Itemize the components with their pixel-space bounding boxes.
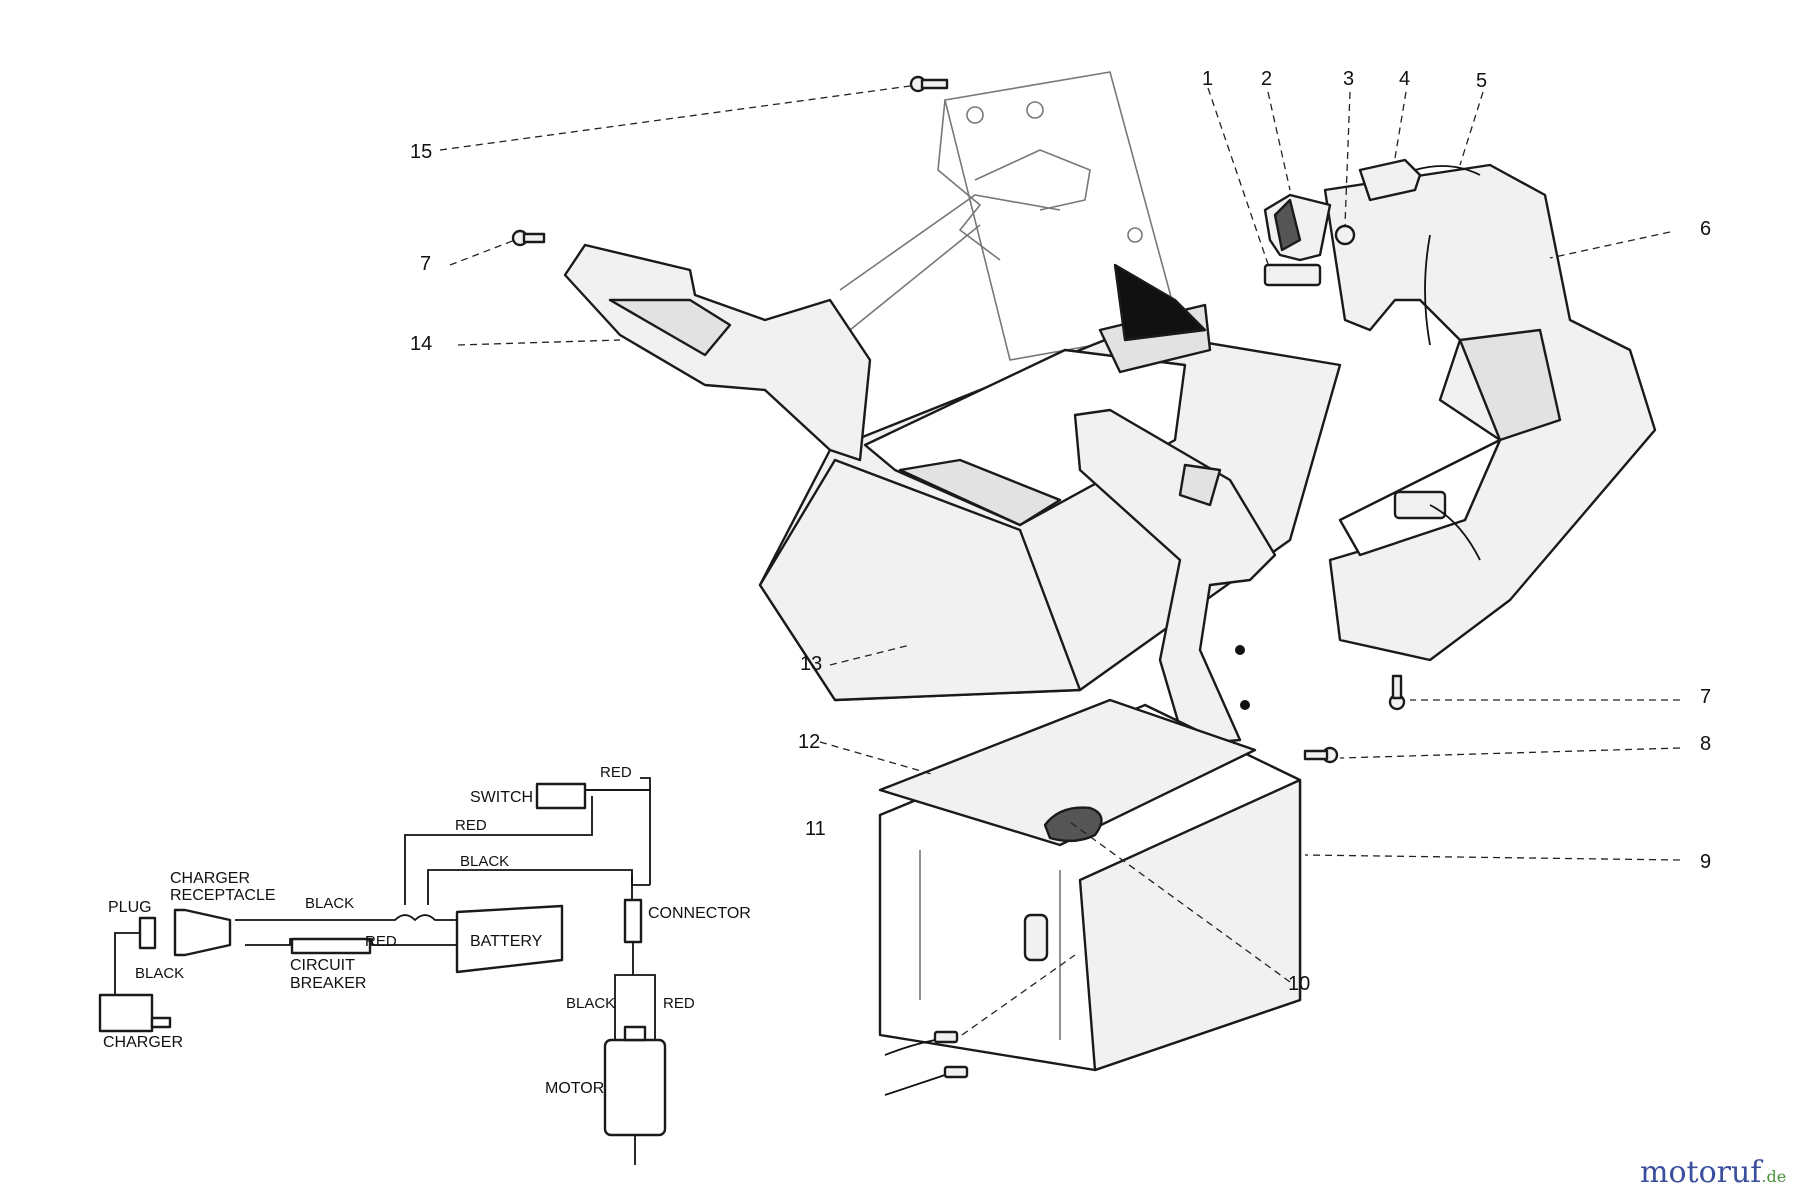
circuit-breaker-symbol bbox=[290, 937, 372, 955]
callout-12: 12 bbox=[798, 731, 820, 753]
label-motor: MOTOR bbox=[545, 1080, 604, 1097]
screw-15 bbox=[909, 75, 949, 93]
frame-handle bbox=[1323, 163, 1657, 662]
callout-10: 10 bbox=[1288, 973, 1310, 995]
callout-9: 9 bbox=[1700, 851, 1711, 873]
label-red-switch: RED bbox=[455, 817, 487, 834]
watermark-logo: motoruf.de bbox=[1640, 1155, 1786, 1190]
label-charger-receptacle-2: RECEPTACLE bbox=[170, 887, 276, 904]
battery-leads bbox=[884, 1030, 969, 1096]
label-switch: SWITCH bbox=[470, 789, 533, 806]
charger-receptacle-part bbox=[1393, 490, 1447, 520]
connector-symbol bbox=[623, 898, 643, 944]
callout-11: 11 bbox=[805, 818, 826, 840]
callout-6: 6 bbox=[1700, 218, 1711, 240]
label-connector: CONNECTOR bbox=[648, 905, 751, 922]
screw-7-right bbox=[1388, 674, 1406, 711]
front-handlebar bbox=[1073, 408, 1277, 747]
callout-7-right: 7 bbox=[1700, 686, 1711, 708]
battery-box bbox=[878, 698, 1302, 1072]
watermark-text: motoruf.de bbox=[1640, 1155, 1786, 1190]
screw-7-left bbox=[511, 229, 546, 247]
label-black-plug: BLACK bbox=[135, 965, 184, 982]
callout-1: 1 bbox=[1202, 68, 1213, 90]
label-black-receptacle: BLACK bbox=[305, 895, 354, 912]
callout-2: 2 bbox=[1261, 68, 1272, 90]
callout-numbers: 1 2 3 4 5 6 7 7 8 9 10 11 12 13 14 15 bbox=[410, 68, 1711, 995]
callout-14: 14 bbox=[410, 333, 432, 355]
switch-box bbox=[535, 782, 587, 810]
leader-lines bbox=[439, 85, 1681, 1036]
callout-7-left: 7 bbox=[420, 253, 431, 275]
screws bbox=[511, 75, 1406, 764]
charger-symbol bbox=[98, 993, 154, 1033]
label-charger: CHARGER bbox=[103, 1034, 183, 1051]
label-plug: PLUG bbox=[108, 899, 152, 916]
label-charger-receptacle-1: CHARGER bbox=[170, 870, 250, 887]
label-black-motor: BLACK bbox=[566, 995, 615, 1012]
label-red-top: RED bbox=[600, 764, 632, 781]
label-red-breaker: RED bbox=[365, 933, 397, 950]
label-red-motor: RED bbox=[663, 995, 695, 1012]
battery-box-symbol bbox=[455, 904, 564, 974]
callout-8: 8 bbox=[1700, 733, 1711, 755]
plug-symbol bbox=[138, 916, 157, 950]
callout-15: 15 bbox=[410, 141, 432, 163]
screw-8 bbox=[1303, 746, 1339, 764]
callout-3: 3 bbox=[1343, 68, 1354, 90]
receptacle-symbol bbox=[173, 908, 232, 957]
label-battery: BATTERY bbox=[470, 933, 543, 950]
left-handle bbox=[563, 243, 872, 462]
label-circuit-breaker-2: BREAKER bbox=[290, 975, 366, 992]
wiring-diagram: RED SWITCH RED BLACK CHARGER RECEPTACLE … bbox=[98, 764, 751, 1165]
label-black-battery: BLACK bbox=[460, 853, 509, 870]
callout-13: 13 bbox=[800, 653, 822, 675]
switch-assembly bbox=[1263, 158, 1481, 287]
label-circuit-breaker-1: CIRCUIT bbox=[290, 957, 355, 974]
callout-5: 5 bbox=[1476, 70, 1487, 92]
callout-4: 4 bbox=[1399, 68, 1410, 90]
motor-symbol bbox=[603, 1038, 667, 1137]
